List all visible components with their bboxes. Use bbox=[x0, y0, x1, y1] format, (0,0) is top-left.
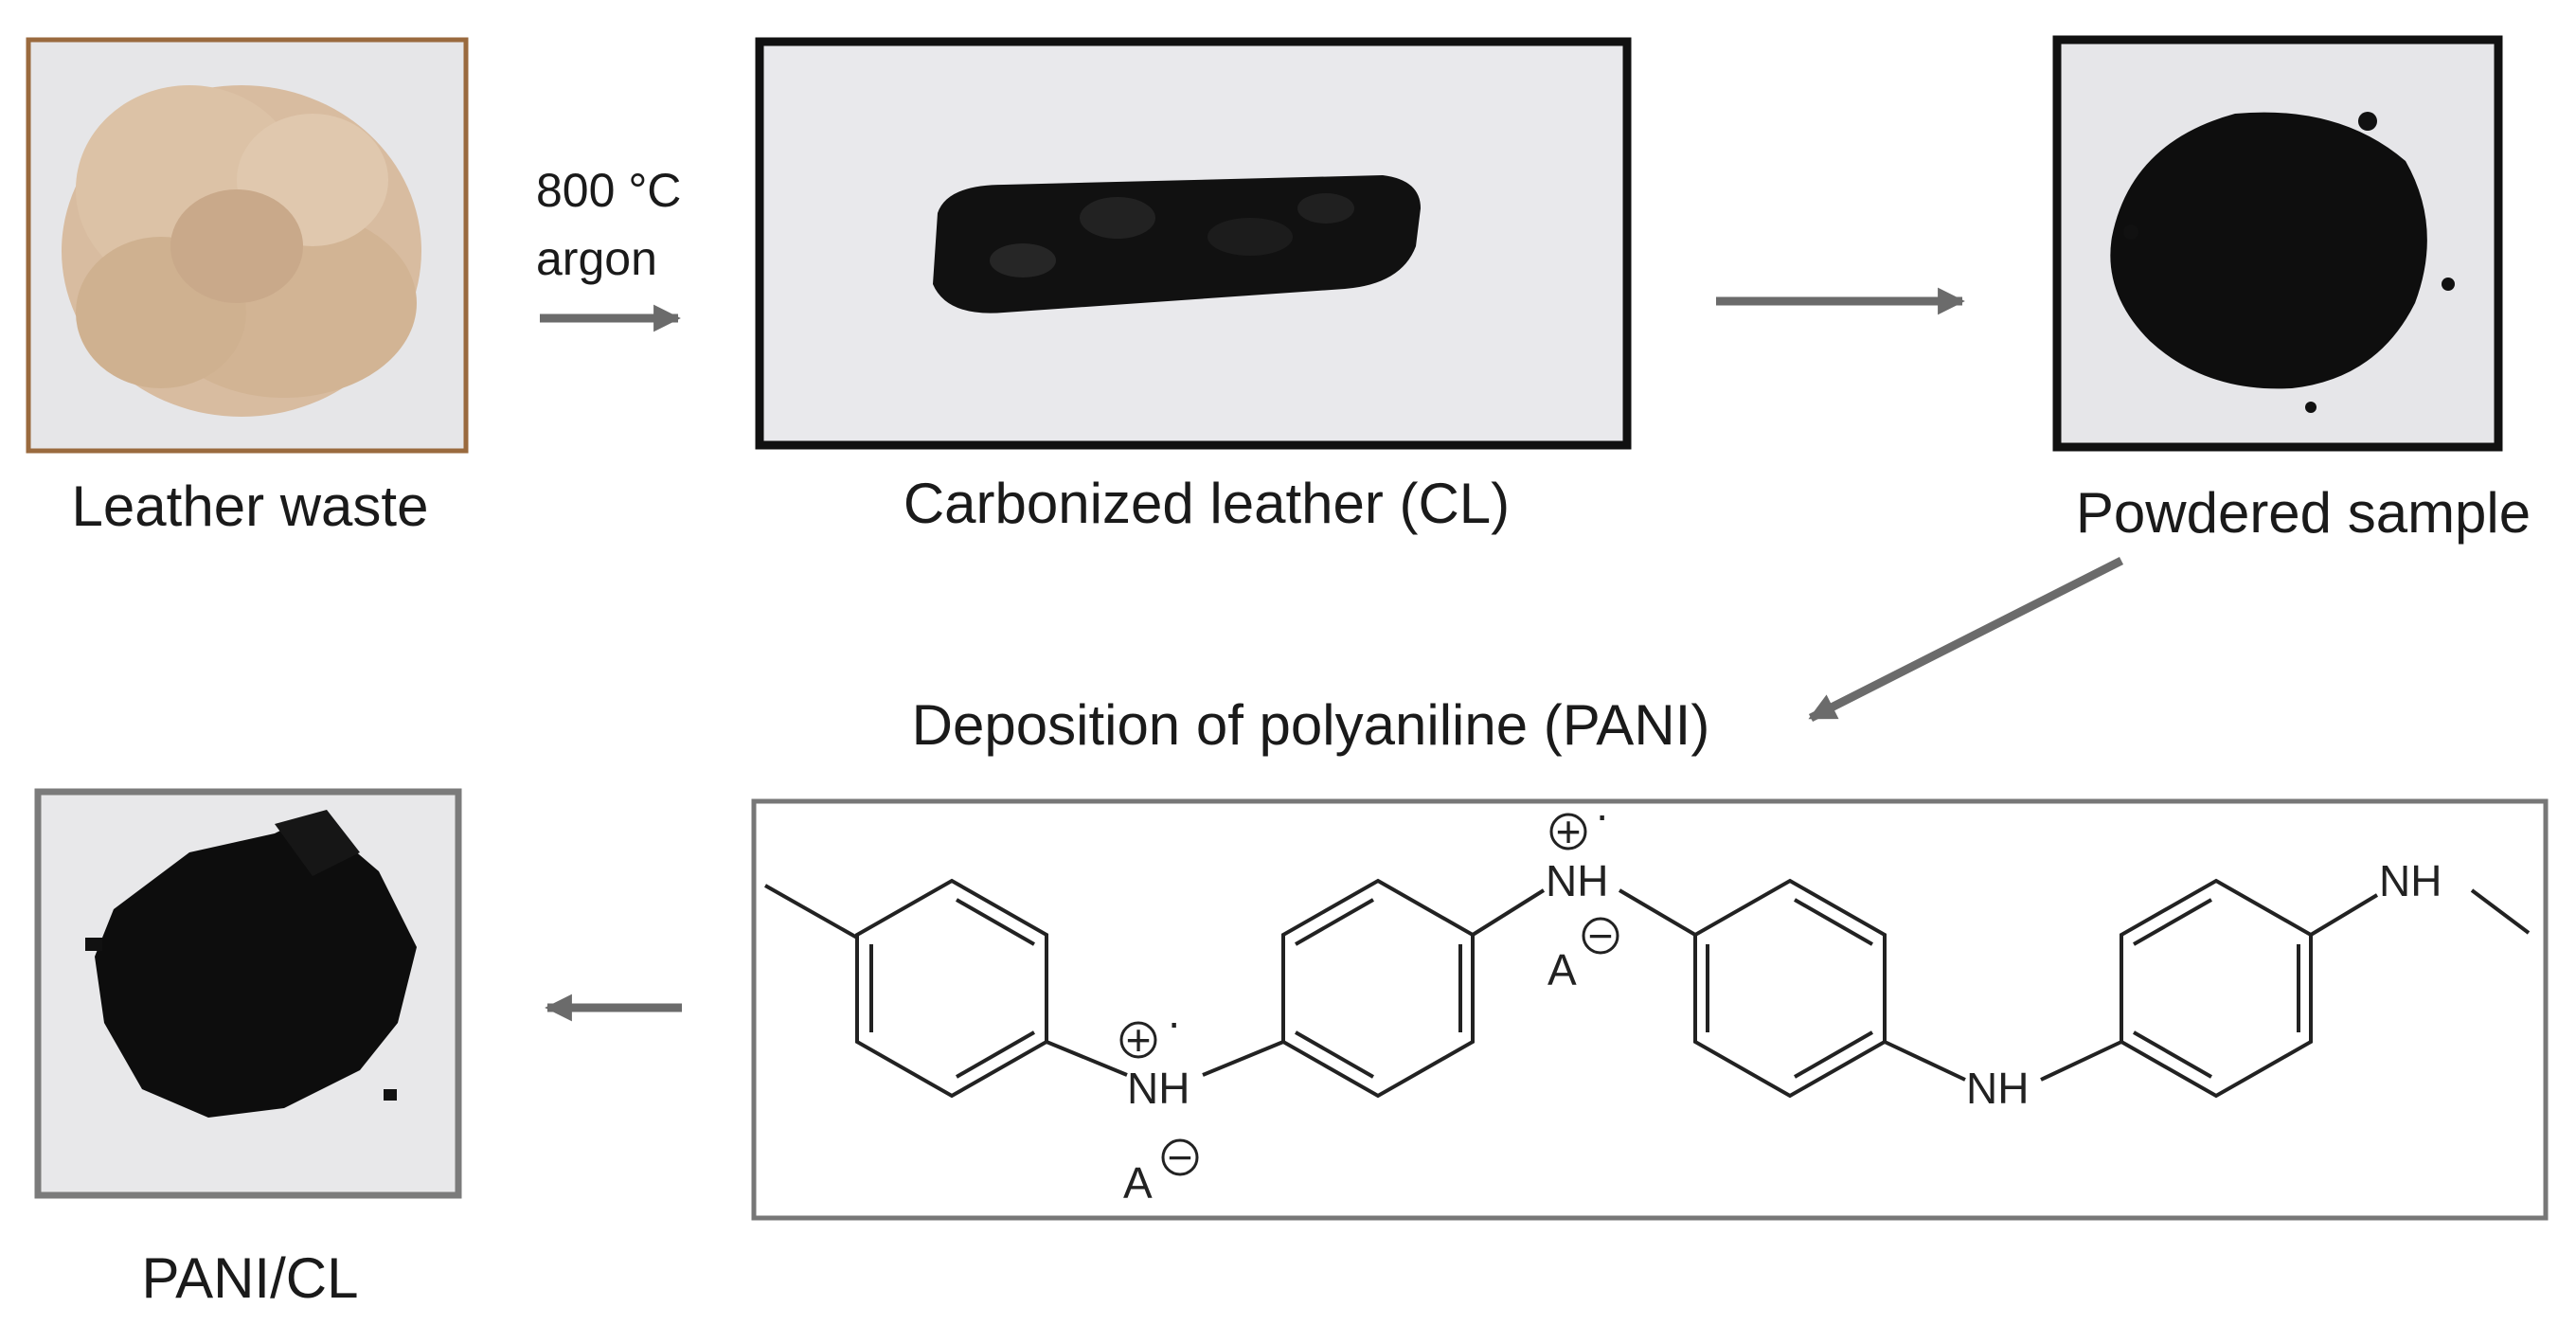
powdered-sample-photo bbox=[2052, 35, 2503, 452]
nh-label-4: NH bbox=[2379, 856, 2442, 905]
negative-charge-icon bbox=[1582, 917, 1619, 955]
pani-structure bbox=[764, 878, 2531, 1099]
carbonized-leather-photo bbox=[755, 37, 1632, 450]
minus-sign: − bbox=[1168, 1133, 1193, 1182]
leather-waste-photo bbox=[26, 37, 469, 454]
nh-label-3: NH bbox=[1966, 1064, 2029, 1113]
arrow-deposition bbox=[1808, 556, 2124, 723]
carbonized-leather-label: Carbonized leather (CL) bbox=[903, 472, 1510, 535]
benzene-ring-3 bbox=[1693, 878, 1887, 1099]
plus-sign: + bbox=[1126, 1015, 1152, 1065]
minus-sign: − bbox=[1588, 911, 1614, 960]
pani-structure-box bbox=[751, 798, 2549, 1221]
radical-dot: · bbox=[1167, 997, 1181, 1047]
positive-charge-icon bbox=[1119, 1021, 1157, 1059]
deposition-label: Deposition of polyaniline (PANI) bbox=[912, 693, 1710, 757]
powdered-sample-label: Powdered sample bbox=[2076, 481, 2531, 545]
benzene-ring-4 bbox=[2120, 878, 2313, 1099]
leather-waste-label: Leather waste bbox=[72, 474, 429, 538]
nh-group-1: + · NH A − bbox=[1119, 997, 1199, 1208]
radical-dot: · bbox=[1595, 790, 1609, 839]
anion-label-2: A bbox=[1547, 945, 1577, 994]
nh-label-2: NH bbox=[1546, 856, 1608, 905]
positive-charge-icon bbox=[1549, 813, 1587, 851]
negative-charge-icon bbox=[1161, 1138, 1199, 1176]
temperature-label: 800 °C bbox=[536, 164, 681, 217]
benzene-ring-2 bbox=[1281, 878, 1475, 1099]
pani-cl-label: PANI/CL bbox=[142, 1246, 359, 1310]
nh-label-1: NH bbox=[1127, 1064, 1190, 1113]
nh-group-2: + · NH A − bbox=[1546, 790, 1619, 994]
benzene-ring-1 bbox=[855, 878, 1048, 1099]
plus-sign: + bbox=[1556, 807, 1582, 856]
pani-cl-photo bbox=[34, 788, 462, 1199]
atmosphere-label: argon bbox=[536, 232, 657, 285]
anion-label-1: A bbox=[1123, 1158, 1153, 1208]
